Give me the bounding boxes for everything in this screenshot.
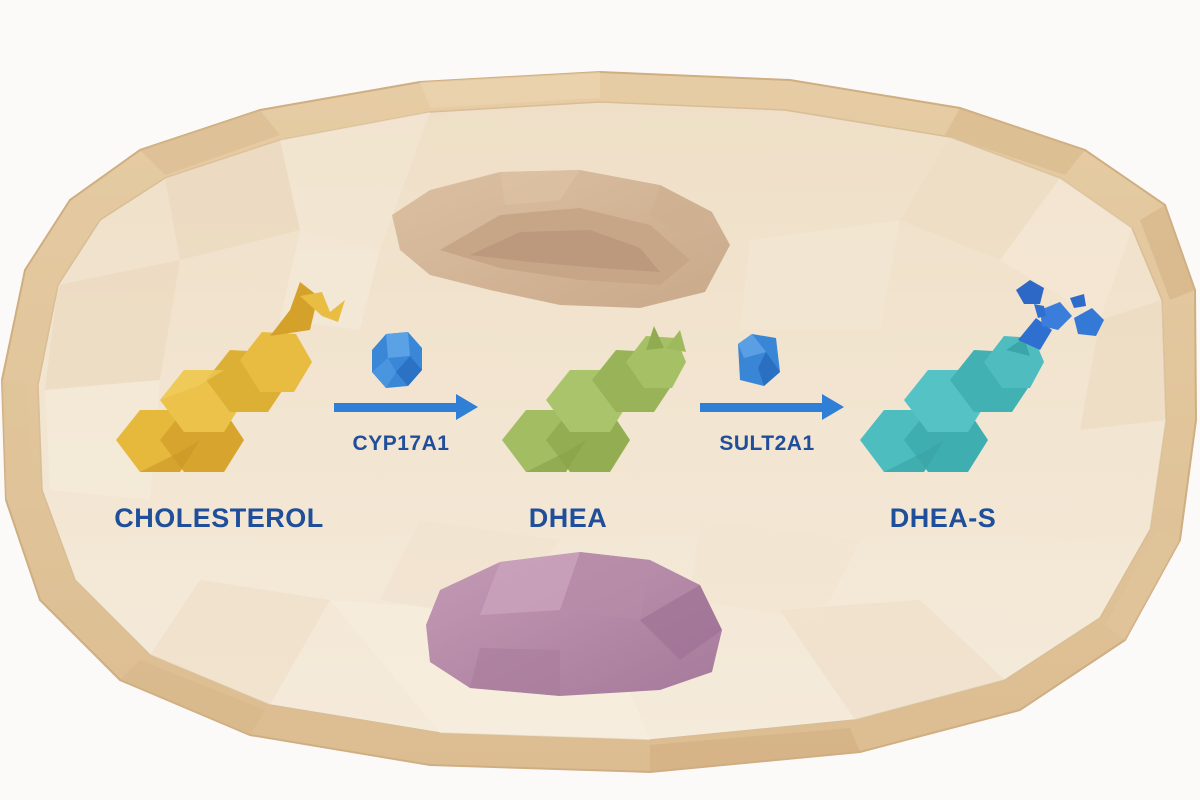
nucleus [426,552,722,696]
reaction-arrow-2 [700,394,844,420]
sult2a1-label: SULT2A1 [719,432,815,455]
cyp17a1-label: CYP17A1 [352,432,450,455]
dhea-molecule-icon [502,326,686,472]
reaction-arrow-1 [334,394,478,420]
organelle [392,170,730,308]
sulfate-group-icon [1016,280,1104,350]
cholesterol-label: CHOLESTEROL [114,503,324,533]
sult2a1-enzyme-icon [738,334,780,386]
cyp17a1-enzyme-icon [372,332,422,388]
cholesterol-molecule-icon [116,282,345,472]
dhea-s-label: DHEA-S [889,503,997,533]
dhea-label: DHEA [528,503,608,533]
dhea-s-molecule-icon [860,336,1044,472]
